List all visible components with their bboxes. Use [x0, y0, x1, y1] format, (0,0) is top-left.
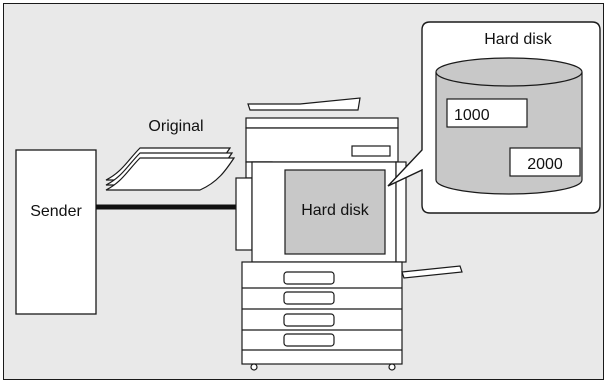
sender-label: Sender — [30, 203, 82, 220]
box-1000-label: 1000 — [454, 107, 490, 124]
document-box-1000: 1000 — [446, 98, 528, 128]
callout-hard-disk-label: Hard disk — [484, 31, 553, 48]
box-2000-label: 2000 — [527, 156, 563, 173]
document-box-2000: 2000 — [509, 147, 581, 177]
machine-hard-disk-panel: Hard disk — [284, 169, 386, 255]
sender-box: Sender — [15, 149, 97, 315]
original-label: Original — [148, 118, 203, 135]
machine-hard-disk-label: Hard disk — [301, 202, 370, 219]
paper-stack-icon — [105, 147, 236, 191]
